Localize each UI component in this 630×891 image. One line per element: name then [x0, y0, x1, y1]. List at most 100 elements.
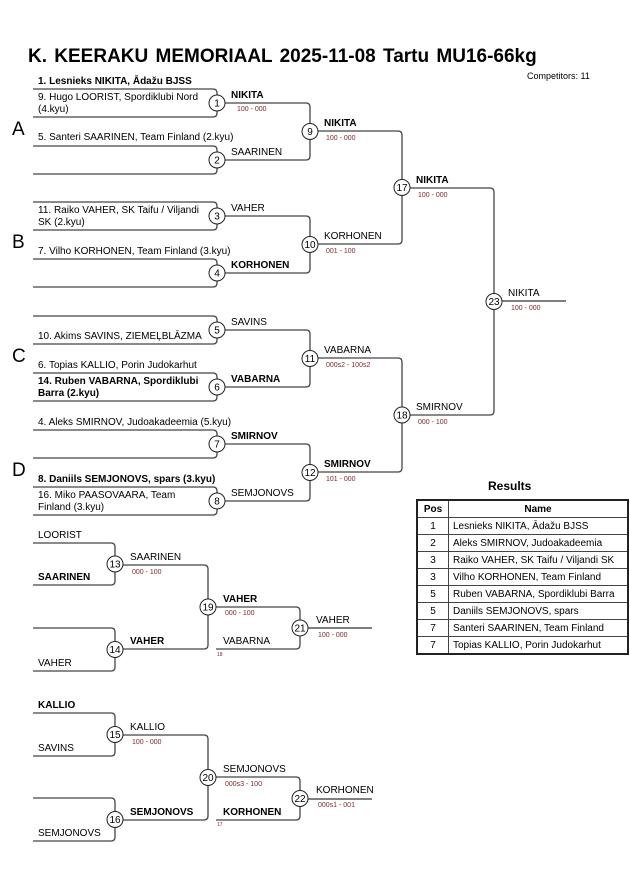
- position: 5: [416, 602, 449, 620]
- match-number-badge: 20: [199, 769, 217, 786]
- competitor-name: Aleks SMIRNOV, Judoakadeemia: [448, 534, 629, 552]
- winner-label: SEMJONOVS: [231, 488, 294, 499]
- entry: SAARINEN: [38, 572, 91, 583]
- pool-label: B: [12, 232, 25, 253]
- match-number-badge: 17: [393, 179, 411, 196]
- competitor-name: Ruben VABARNA, Spordiklubi Barra: [448, 585, 629, 603]
- winner-label: SAVINS: [231, 317, 267, 328]
- match-number: 11: [305, 354, 316, 365]
- pool-label: C: [12, 346, 26, 367]
- winner-label: NIKITA: [416, 175, 449, 186]
- position: 3: [416, 568, 449, 586]
- entry: 7. Vilho KORHONEN, Team Finland (3.kyu): [38, 246, 231, 257]
- match-number: 17: [396, 183, 408, 194]
- match-number: 19: [202, 603, 214, 614]
- match-number-badge: 2: [208, 151, 226, 169]
- competitor-name: Raiko VAHER, SK Taifu / Viljandi SK: [448, 551, 629, 569]
- match-number: 18: [396, 411, 408, 422]
- match-number-badge: 15: [106, 726, 124, 743]
- score: 100 - 000: [318, 632, 348, 639]
- score: 000 - 100: [225, 610, 255, 617]
- match-number: 10: [304, 240, 316, 251]
- position: 1: [416, 517, 449, 535]
- winner-label: SMIRNOV: [231, 431, 278, 442]
- winner-label: VAHER: [223, 594, 258, 605]
- entry: 10. Akims SAVINS, ZIEMEĻBLĀZMA: [38, 331, 202, 342]
- entry: 9. Hugo LOORIST, Spordiklubi Nord (4.kyu…: [38, 92, 199, 115]
- winner-label: SAARINEN: [231, 147, 283, 158]
- score: 000s3 - 100: [225, 781, 262, 788]
- match-number-badge: 23: [485, 293, 503, 310]
- entry: 5. Santeri SAARINEN, Team Finland (2.kyu…: [38, 132, 234, 143]
- entry: 11. Raiko VAHER, SK Taifu / Viljandi SK …: [38, 205, 200, 228]
- match-number-badge: 5: [208, 321, 226, 339]
- match-number-badge: 3: [208, 207, 226, 225]
- match-number-badge: 12: [301, 464, 319, 481]
- column-header-name: Name: [448, 499, 629, 518]
- competitor-name: Topias KALLIO, Porin Judokarhut: [448, 636, 629, 655]
- position: 2: [416, 534, 449, 552]
- column-header-pos: Pos: [416, 499, 449, 518]
- match-number: 2: [214, 156, 220, 167]
- match-number: 21: [294, 624, 306, 635]
- match-number: 6: [214, 383, 220, 394]
- pool-label: A: [12, 119, 25, 140]
- winner-label: SEMJONOVS: [223, 764, 286, 775]
- competitor-name: Santeri SAARINEN, Team Finland: [448, 619, 629, 637]
- winner-label: KORHONEN: [316, 785, 374, 796]
- match-number: 8: [214, 497, 220, 508]
- match-number: 22: [294, 794, 306, 805]
- match-number-badge: 4: [208, 264, 226, 282]
- score: 000 - 100: [132, 569, 162, 576]
- score: 000s1 - 001: [318, 802, 355, 809]
- entry: SEMJONOVS: [38, 828, 101, 839]
- winner-label: KALLIO: [130, 722, 166, 733]
- winner-label: KORHONEN: [231, 260, 290, 271]
- winner-label: VAHER: [130, 636, 165, 647]
- score: 101 - 000: [326, 476, 356, 483]
- match-number-badge: 16: [106, 811, 124, 828]
- match-number-badge: 22: [291, 790, 309, 807]
- winner-label: VABARNA: [231, 374, 281, 385]
- position: 7: [416, 636, 449, 655]
- page-title: K. KEERAKU MEMORIAAL 2025-11-08 Tartu MU…: [28, 46, 537, 67]
- position: 3: [416, 551, 449, 569]
- position: 5: [416, 585, 449, 603]
- match-number: 15: [109, 730, 121, 741]
- match-number-badge: 7: [208, 435, 226, 453]
- entry: 1. Lesnieks NIKITA, Ādažu BJSS: [38, 76, 192, 87]
- bracket-connector: [33, 258, 218, 288]
- match-number: 14: [109, 645, 121, 656]
- position: 7: [416, 619, 449, 637]
- competitors-count: Competitors: 11: [527, 71, 590, 81]
- final-winner-label: NIKITA: [508, 288, 540, 299]
- pool-label: D: [12, 460, 26, 481]
- match-number: 20: [202, 773, 214, 784]
- winner-label: VABARNA: [324, 345, 372, 356]
- match-number: 7: [214, 440, 220, 451]
- match-number: 1: [214, 99, 220, 110]
- bracket-connector: [33, 145, 218, 175]
- score: 100 - 000: [418, 192, 448, 199]
- match-number: 4: [214, 269, 220, 280]
- match-number: 12: [304, 468, 316, 479]
- score: 100 - 000: [237, 106, 267, 113]
- bracket-connector: [33, 429, 218, 459]
- match-number: 16: [109, 815, 121, 826]
- winner-label: SMIRNOV: [324, 459, 371, 470]
- entry: VAHER: [38, 658, 72, 669]
- match-number: 13: [109, 560, 121, 571]
- entry: 14. Ruben VABARNA, Spordiklubi Barra (2.…: [38, 376, 199, 399]
- input-label: VABARNA: [223, 636, 271, 647]
- match-number: 23: [488, 297, 500, 308]
- results-title: Results: [488, 479, 532, 493]
- winner-label: VAHER: [316, 615, 350, 626]
